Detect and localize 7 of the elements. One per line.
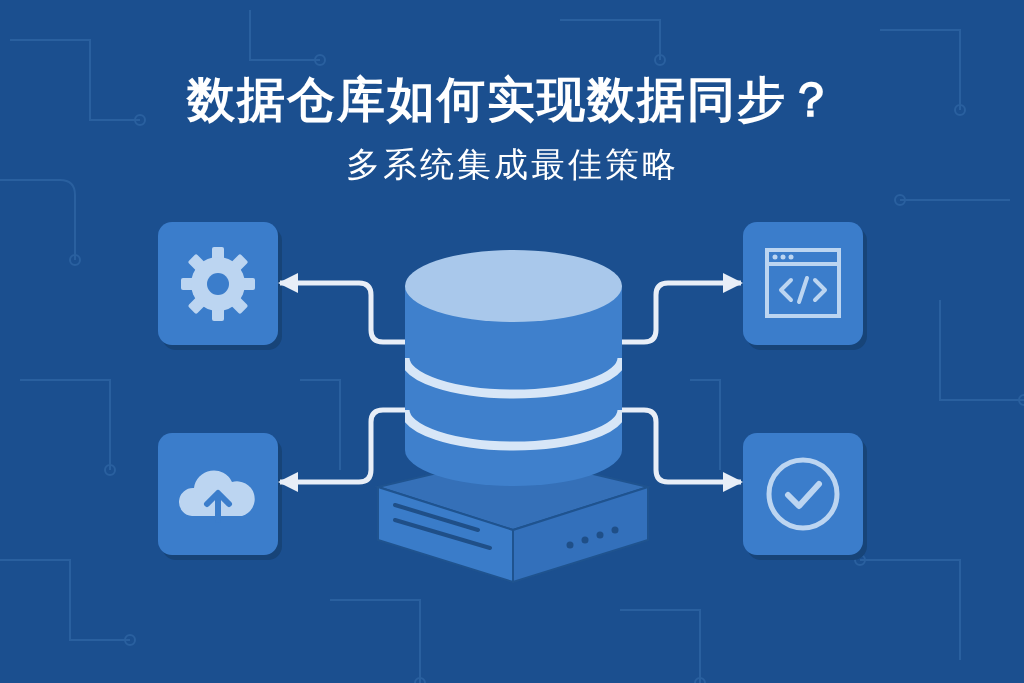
arrow (278, 273, 405, 345)
subtitle: 多系统集成最佳策略 (345, 144, 679, 184)
title: 数据仓库如何实现数据同步？ (187, 71, 837, 127)
arrow (622, 407, 743, 492)
database-cylinder (405, 250, 622, 486)
arrow (278, 407, 405, 492)
arrow (622, 273, 743, 345)
